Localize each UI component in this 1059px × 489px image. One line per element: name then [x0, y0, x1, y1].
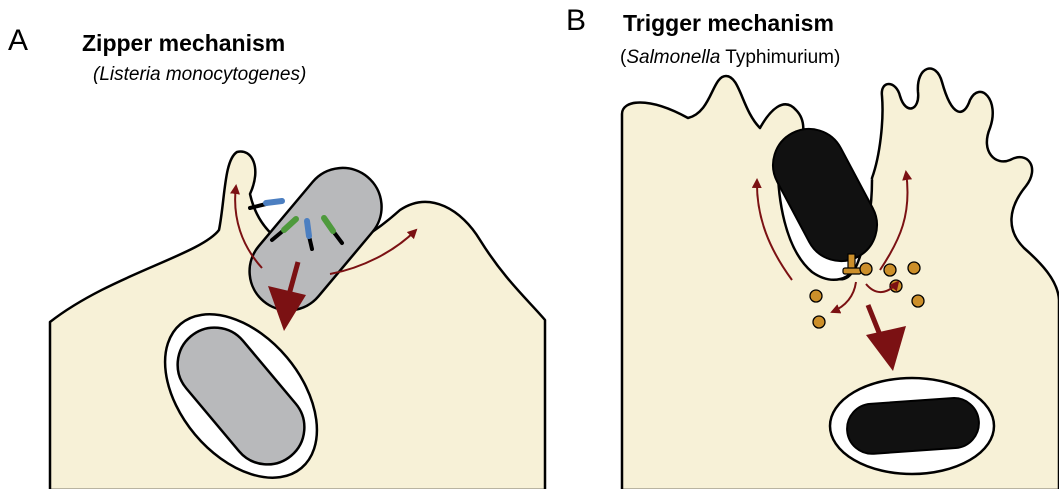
zipper-diagram	[50, 151, 545, 489]
trigger-diagram	[622, 69, 1059, 489]
internalized-salmonella	[845, 396, 980, 455]
